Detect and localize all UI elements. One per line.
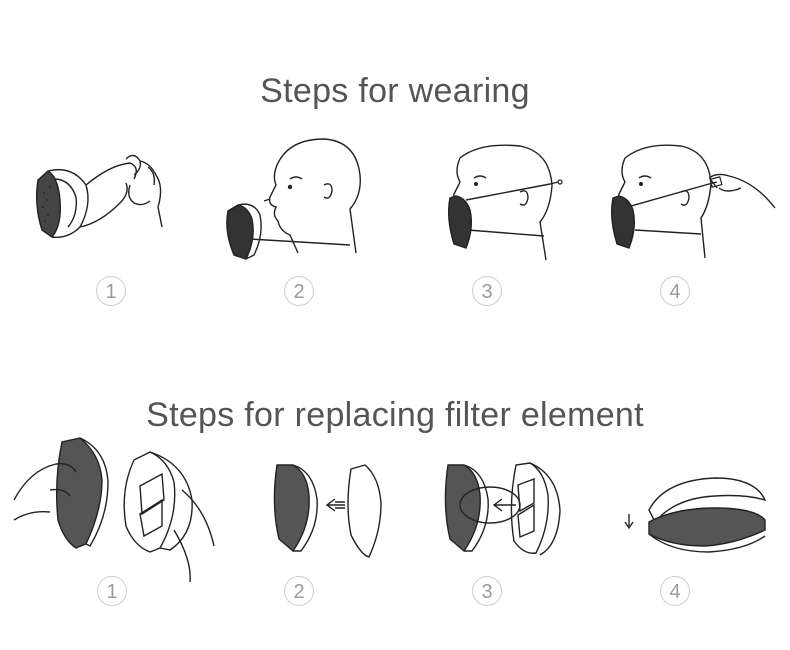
insert-filter-arrow-icon: [273, 464, 382, 558]
step-number: 4: [660, 276, 690, 306]
wearing-step-1: 1: [30, 145, 190, 306]
wearing-step-2: 2: [220, 135, 380, 306]
wearing-step-4: 4: [605, 140, 776, 306]
hands-separating-mask-icon: [13, 437, 215, 583]
mask-holding-hand-icon: [35, 154, 163, 238]
replacing-step-3: 3: [440, 455, 600, 606]
attach-frame-arrow-icon: [444, 462, 561, 556]
step-number: 1: [97, 576, 127, 606]
section-title-wearing: Steps for wearing: [260, 72, 530, 110]
step-number: 3: [472, 576, 502, 606]
step-number: 2: [284, 276, 314, 306]
step-number: 3: [472, 276, 502, 306]
wearing-step-3: 3: [440, 140, 600, 306]
strap-adjust-hand-icon: [610, 144, 776, 259]
step-number: 4: [660, 576, 690, 606]
strap-over-head-icon: [447, 144, 563, 261]
step-number: 1: [96, 276, 126, 306]
replacing-step-4: 4: [615, 470, 775, 610]
replacing-step-2: 2: [265, 455, 425, 606]
step-number: 2: [284, 576, 314, 606]
replacing-step-1: 1: [10, 430, 215, 606]
section-title-replacing: Steps for replacing filter element: [146, 396, 644, 434]
press-down-arrow-icon: [624, 477, 767, 553]
mask-on-face-profile-icon: [226, 138, 361, 260]
